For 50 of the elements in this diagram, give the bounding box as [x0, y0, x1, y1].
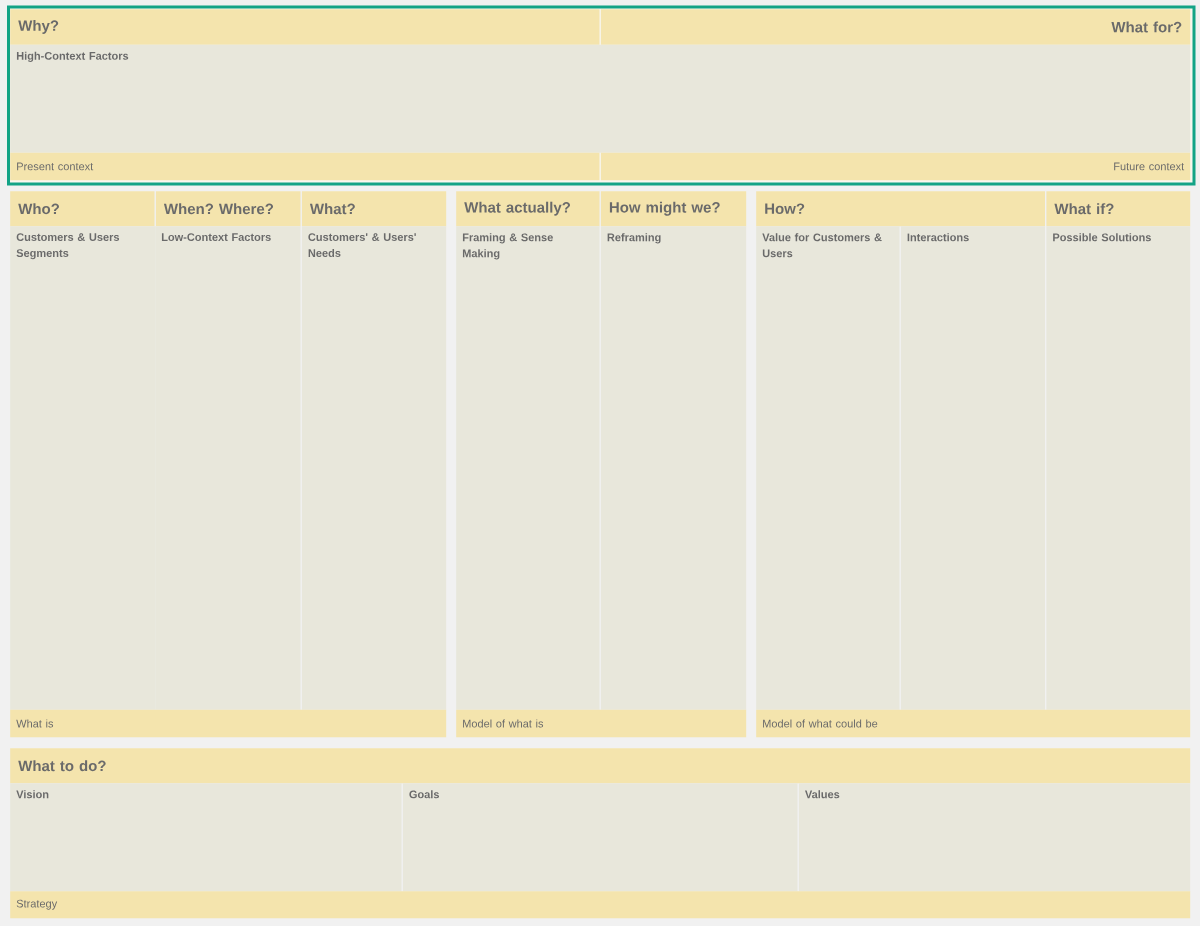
section-cell: Customers & Users Segments [10, 226, 156, 710]
section-cell: Goals [402, 783, 798, 892]
section-cell: Interactions [900, 226, 1045, 710]
section-cell: Reframing [600, 226, 747, 710]
header-band: What actually? [456, 191, 600, 227]
node-label: What if? [1054, 203, 1114, 215]
header-band: What if? [1046, 191, 1191, 227]
footer-band: What is [10, 709, 447, 738]
node-label: How? [765, 203, 805, 214]
node-label: Present context [17, 162, 94, 171]
footer-band: Strategy [10, 891, 1191, 919]
node-label: Low-Context Factors [161, 233, 271, 241]
footer-band: Present context [10, 152, 600, 181]
header-band: Why? [10, 9, 600, 45]
node-label: What for? [1111, 21, 1182, 33]
footer-band: Model of what could be [756, 709, 1191, 738]
node-label: Value for Customers & Users [762, 233, 882, 258]
section-cell: Vision [10, 783, 402, 892]
header-band: What to do? [10, 748, 1191, 784]
section-cell: Values [798, 783, 1191, 892]
section-cell: Framing & Sense Making [456, 226, 600, 710]
section-cell: Possible Solutions [1046, 226, 1191, 710]
header-band: Who? [10, 191, 155, 227]
node-label: Goals [409, 790, 440, 799]
node-label: Why? [18, 19, 59, 34]
section-cell: Low-Context Factors [155, 226, 301, 710]
header-band: When? Where? [155, 191, 301, 227]
node-label: Possible Solutions [1053, 233, 1151, 242]
node-label: Future context [1114, 162, 1185, 171]
header-band: What for? [600, 9, 1191, 45]
section-cell: Value for Customers & Users [756, 226, 900, 710]
node-label: How might we? [609, 201, 720, 216]
node-label: Interactions [907, 233, 969, 242]
node-label: Customers' & Users' Needs [308, 233, 416, 257]
node-label: Framing & Sense Making [462, 233, 553, 260]
node-label: Reframing [607, 233, 661, 244]
footer-band: Model of what is [456, 709, 747, 738]
node-label: Values [804, 790, 840, 799]
footer-band: Future context [600, 152, 1191, 181]
header-band: How? [756, 191, 1045, 227]
node-label: Who? [18, 203, 59, 215]
header-band: What? [301, 191, 447, 227]
header-band: How might we? [600, 191, 747, 227]
node-label: When? Where? [163, 203, 274, 215]
section-cell: High-Context Factors [10, 44, 1191, 153]
section-cell: Customers' & Users' Needs [301, 226, 447, 710]
node-label: Customers & Users Segments [16, 233, 120, 260]
node-label: What actually? [464, 201, 571, 216]
node-label: What? [309, 203, 355, 215]
node-label: Vision [16, 790, 49, 799]
